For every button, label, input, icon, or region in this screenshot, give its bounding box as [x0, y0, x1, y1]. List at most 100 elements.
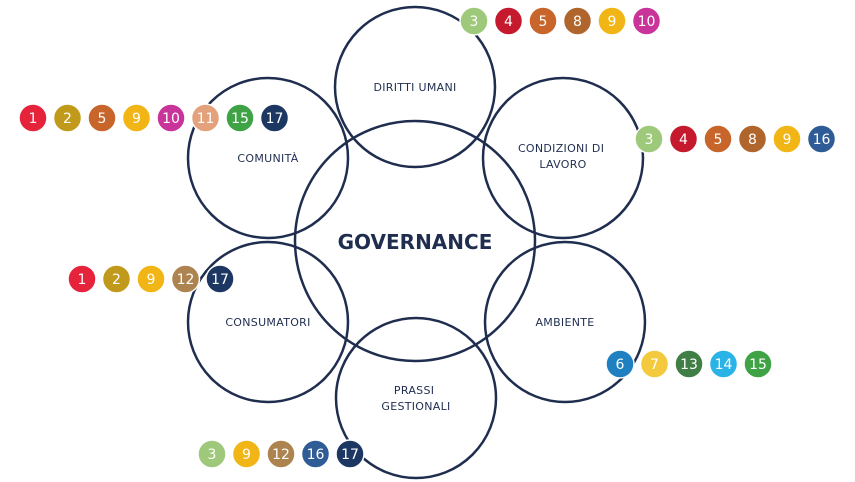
sdg-badge-number: 3 [645, 132, 654, 148]
sdg-badge-circle [156, 103, 186, 133]
sdg-badge-circle [668, 124, 699, 154]
sdg-badge: 10 [631, 6, 662, 36]
sdg-badge-circle [52, 103, 83, 133]
sdg-badge: 17 [205, 264, 235, 294]
sdg-badge: 5 [87, 103, 117, 133]
sdg-badge: 8 [562, 6, 593, 36]
sdg-badge: 16 [300, 439, 331, 469]
sdg-badge-number: 6 [616, 357, 625, 373]
sdg-badge-circle [335, 439, 365, 469]
sdg-badge: 2 [101, 264, 132, 294]
sdg-badge: 11 [190, 103, 221, 133]
sdg-badge: 17 [335, 439, 365, 469]
sdg-badge-circle [631, 6, 662, 36]
sdg-badge-circle [225, 103, 255, 133]
sdg-badge-circle [459, 6, 489, 36]
sdg-badge: 16 [806, 124, 837, 154]
sdg-badge: 15 [743, 349, 773, 379]
sdg-badge-number: 5 [714, 132, 723, 148]
sdg-badge-circle [170, 264, 201, 294]
sdg-badge-circle [605, 349, 635, 379]
sdg-badge-circle [101, 264, 132, 294]
sdg-badge-number: 10 [638, 14, 656, 30]
sdg-badge-circle [205, 264, 235, 294]
sdg-badge-number: 5 [539, 14, 548, 30]
sdg-badge: 10 [156, 103, 186, 133]
sdg-badge-number: 17 [211, 272, 229, 288]
sdg-badge-circle [18, 103, 48, 133]
sdg-badge-number: 12 [272, 447, 290, 463]
sdg-badge-number: 8 [748, 132, 757, 148]
sdg-badge-number: 4 [679, 132, 688, 148]
sdg-badge-circle [67, 264, 97, 294]
sdg-badge-number: 2 [112, 272, 121, 288]
label-line: PRASSI [394, 384, 434, 397]
sdg-badge: 9 [121, 103, 152, 133]
sdg-badge-circle [743, 349, 773, 379]
sdg-badge-circle [703, 124, 733, 154]
sdg-badge: 1 [67, 264, 97, 294]
sdg-badge-number: 15 [231, 111, 249, 127]
label-diritti-umani: DIRITTI UMANI [373, 81, 456, 94]
sdg-badge-circle [562, 6, 593, 36]
sdg-badge-number: 16 [307, 447, 325, 463]
sdg-badge-number: 15 [749, 357, 767, 373]
badges-ambiente: 6 7 13 14 15 [605, 349, 773, 379]
sdg-badge-circle [806, 124, 837, 154]
sdg-badge-number: 13 [680, 357, 698, 373]
sdg-badge-circle [493, 6, 524, 36]
sdg-badge: 1 [18, 103, 48, 133]
sdg-badge-number: 7 [650, 357, 659, 373]
sdg-badge: 14 [708, 349, 739, 379]
sdg-badge-circle [190, 103, 221, 133]
sdg-badge: 2 [52, 103, 83, 133]
sdg-badge: 8 [737, 124, 768, 154]
sdg-badge: 3 [459, 6, 489, 36]
sdg-badge-number: 17 [341, 447, 359, 463]
circle-condizioni-di-lavoro [481, 76, 645, 240]
circle-prassi-gestionali [334, 316, 498, 480]
sdg-badge-number: 2 [63, 111, 72, 127]
label-line: AMBIENTE [535, 316, 594, 329]
circle-ambiente [483, 240, 647, 404]
circle-comunita [186, 76, 350, 240]
sdg-badge: 3 [634, 124, 664, 154]
sdg-badge: 9 [136, 264, 166, 294]
sdg-badge-circle [737, 124, 768, 154]
sdg-badge: 9 [597, 6, 627, 36]
label-ambiente: AMBIENTE [535, 316, 594, 329]
sdg-badge-number: 10 [162, 111, 180, 127]
sdg-badge-number: 17 [266, 111, 284, 127]
sdg-badge: 4 [668, 124, 699, 154]
sdg-badge-number: 5 [98, 111, 107, 127]
sdg-badge-number: 1 [29, 111, 38, 127]
sdg-badge: 5 [703, 124, 733, 154]
sdg-badge: 12 [170, 264, 201, 294]
sdg-badge-circle [197, 439, 227, 469]
sdg-badge-number: 9 [147, 272, 156, 288]
label-consumatori: CONSUMATORI [225, 316, 310, 329]
sdg-badge-circle [528, 6, 558, 36]
sdg-badge-circle [772, 124, 802, 154]
sdg-badge-circle [87, 103, 117, 133]
label-line: LAVORO [539, 158, 586, 171]
sdg-badge-number: 9 [608, 14, 617, 30]
sdg-badge-circle [634, 124, 664, 154]
label-line: GESTIONALI [381, 400, 450, 413]
sdg-badge-circle [259, 103, 290, 133]
sdg-badge-circle [266, 439, 296, 469]
circle-consumatori [186, 240, 350, 404]
sdg-badge: 9 [231, 439, 262, 469]
sdg-badge-number: 3 [470, 14, 479, 30]
sdg-badge-circle [708, 349, 739, 379]
sdg-badge-number: 14 [715, 357, 733, 373]
sdg-badge: 12 [266, 439, 296, 469]
sdg-badge-number: 8 [573, 14, 582, 30]
sdg-badge-number: 1 [78, 272, 87, 288]
sdg-badge: 6 [605, 349, 635, 379]
sdg-badge: 4 [493, 6, 524, 36]
